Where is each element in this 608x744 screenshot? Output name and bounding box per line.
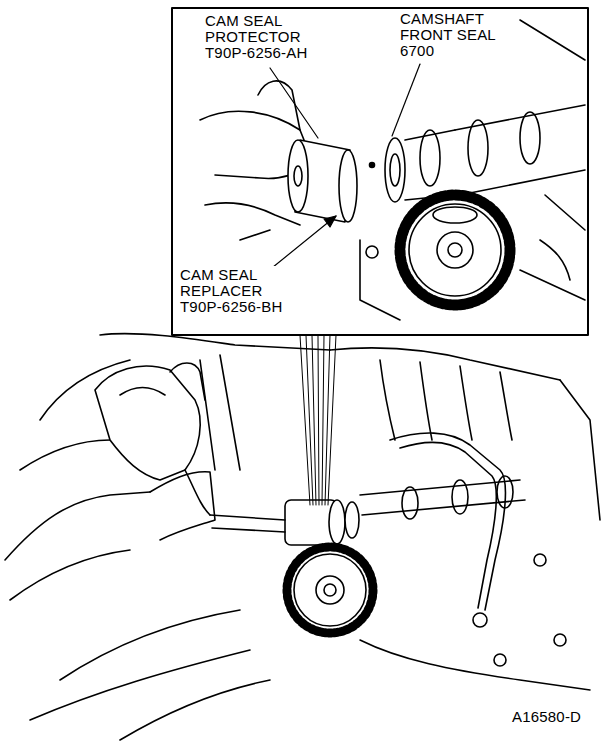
figure-number: A16580-D — [510, 708, 583, 726]
view-leader — [300, 335, 336, 505]
inset-frame — [172, 8, 588, 335]
tool-label: CAM SEAL PROTECTOR T90P-6256-AH — [203, 12, 335, 62]
leader-lines — [262, 64, 420, 276]
part-label: CAMSHAFT FRONT SEAL 6700 — [398, 10, 514, 60]
engine-view — [5, 334, 600, 740]
tool-label: CAM SEAL REPLACER T90P-6256-BH — [178, 266, 310, 316]
